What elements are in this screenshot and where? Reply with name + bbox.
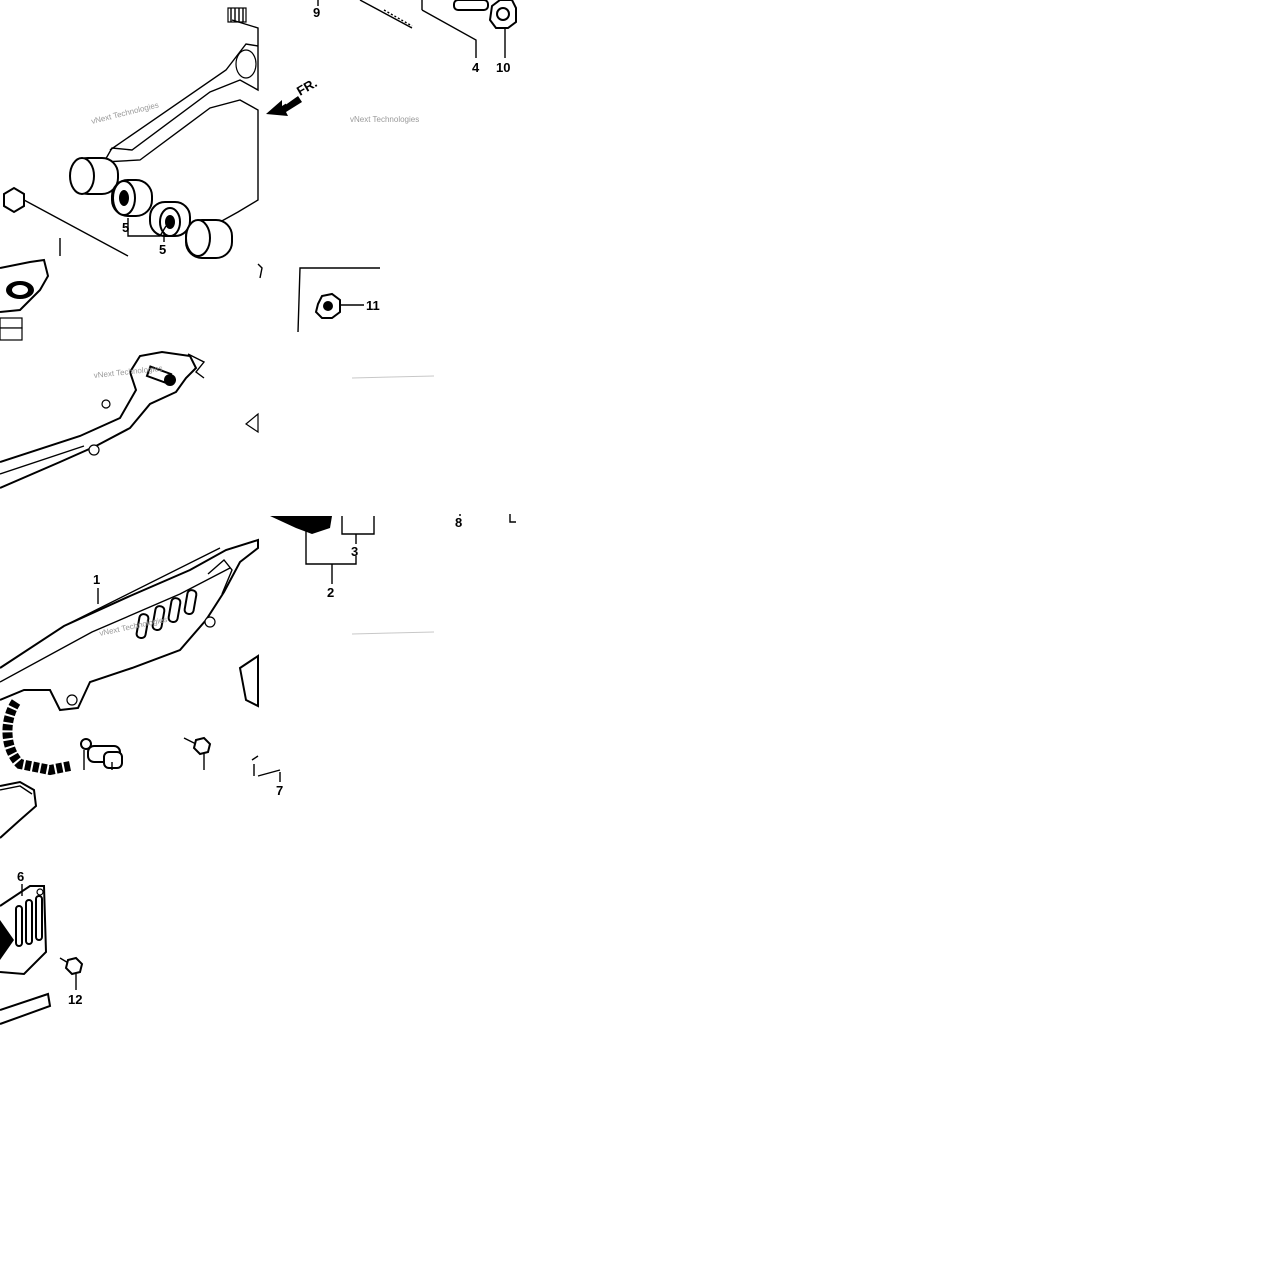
callout-5b: 5 [159,242,166,257]
axle-rod [359,0,413,29]
callout-9: 9 [313,5,320,20]
callout-10: 10 [496,60,510,75]
guard-bolt-icon [59,956,84,990]
callout-4: 4 [472,60,480,75]
swing-arm-rear [0,350,198,489]
chain-case-cover [0,538,259,712]
callout-11: 11 [366,298,380,313]
chain-guard-tile: 6 12 [0,780,84,1025]
swing-arm-rear-tile: vNext Technologies [0,258,263,489]
callout-1: 1 [93,572,100,587]
pivot-bushings [69,157,233,259]
front-direction-arrow-icon: FR. [266,75,320,116]
chain-case-tile: 1 vNext Technologies [0,538,281,777]
callout-3: 3 [351,544,358,559]
nut-11-inset: 11 [297,267,435,380]
callout-6: 6 [17,869,24,884]
callout-12: 12 [68,992,82,1007]
bolt-icon [183,736,212,770]
drive-chain [2,699,71,776]
chain-adjuster-bracket [0,258,50,341]
callout-2: 2 [327,585,334,600]
chain-callout-tile: 3 2 8 7 [270,514,516,798]
swing-arm-tile: 5 5 vNext Technologies [3,7,259,259]
master-link [80,738,123,770]
callout-5a: 5 [122,220,129,235]
nut-11-icon [314,292,341,319]
watermark-2: vNext Technologies [350,115,419,124]
axle-tile: 9 4 10 FR. vNext Technologies [266,0,517,124]
callout-8: 8 [455,515,462,530]
chain-guard-plate [0,885,48,976]
callout-7: 7 [276,783,283,798]
upper-stud [227,7,247,23]
pivot-bolt [3,186,129,257]
nut-10-icon [488,0,517,29]
cover-vent-slots [135,589,198,640]
